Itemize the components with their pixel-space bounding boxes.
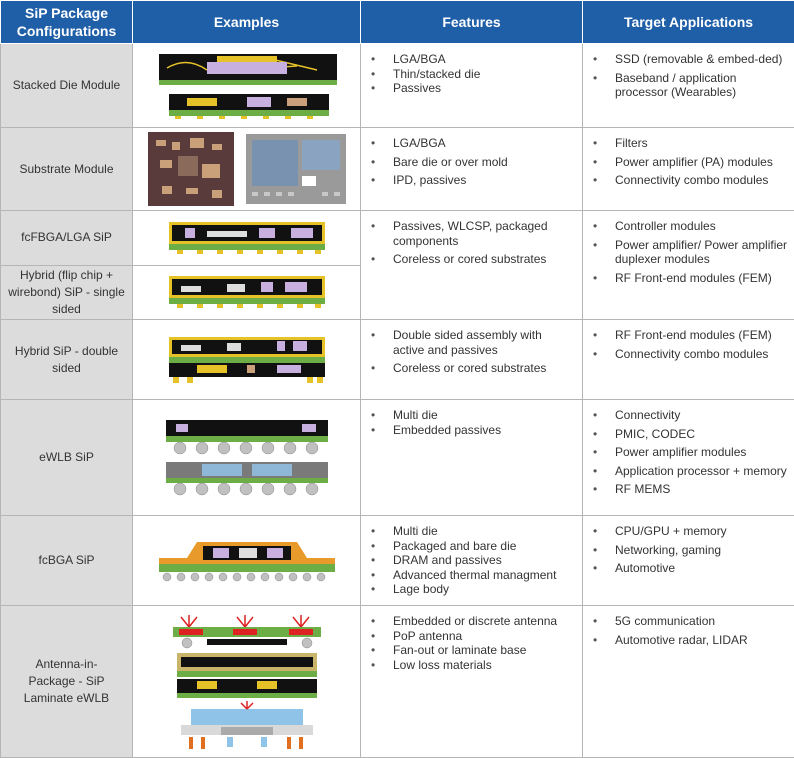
features-cell: Double sided assembly with active and pa… <box>360 319 583 400</box>
header-config: SiP Package Configurations <box>0 0 133 44</box>
table-row: Hybrid SiP - double sided Double sided a… <box>0 319 794 400</box>
list-item: RF Front-end modules (FEM) <box>593 271 788 286</box>
config-cell: Hybrid SiP - double sided <box>0 319 133 400</box>
list-item: 5G communication <box>593 614 788 629</box>
list-item: Networking, gaming <box>593 543 788 558</box>
applications-cell: RF Front-end modules (FEM) Connectivity … <box>582 319 794 400</box>
list-item: Embedded or discrete antenna <box>371 614 576 629</box>
header-row: SiP Package Configurations Examples Feat… <box>0 0 794 44</box>
list-item: Fan-out or laminate base <box>371 643 576 658</box>
list-item: Connectivity <box>593 408 788 423</box>
table-row: Substrate Module LGA/BGA Bare die or ove… <box>0 127 794 211</box>
config-cell-split: fcFBGA/LGA SiP Hybrid (flip chip + wireb… <box>0 210 133 320</box>
applications-cell: Connectivity PMIC, CODEC Power amplifier… <box>582 399 794 516</box>
example-image-fcfbga <box>132 210 361 320</box>
list-item: Double sided assembly with active and pa… <box>371 328 576 357</box>
header-features: Features <box>360 0 583 44</box>
list-item: Connectivity combo modules <box>593 347 788 362</box>
config-cell: Substrate Module <box>0 127 133 211</box>
example-image-stacked-die <box>132 43 361 128</box>
list-item: Passives, WLCSP, packaged components <box>371 219 576 248</box>
config-cell: Hybrid (flip chip + wirebond) SiP - sing… <box>1 264 132 320</box>
applications-cell: 5G communication Automotive radar, LIDAR <box>582 605 794 758</box>
features-cell: Passives, WLCSP, packaged components Cor… <box>360 210 583 320</box>
list-item: IPD, passives <box>371 173 576 188</box>
list-item: Filters <box>593 136 788 151</box>
config-cell: Antenna-in-Package - SiP Laminate eWLB <box>0 605 133 758</box>
table-row: Stacked Die Module LG <box>0 43 794 128</box>
list-item: Connectivity combo modules <box>593 173 788 188</box>
features-cell: Embedded or discrete antenna PoP antenna… <box>360 605 583 758</box>
list-item: Power amplifier modules <box>593 445 788 460</box>
table-row: Antenna-in-Package - SiP Laminate eWLB <box>0 605 794 758</box>
header-examples: Examples <box>132 0 361 44</box>
list-item: Thin/stacked die <box>371 67 576 82</box>
list-item: Lage body <box>371 582 576 597</box>
table-row: eWLB SiP Multi die Embedded passives <box>0 399 794 516</box>
example-image-substrate <box>132 127 361 211</box>
config-cell: Stacked Die Module <box>0 43 133 128</box>
list-item: Advanced thermal managment <box>371 568 576 583</box>
list-item: Power amplifier (PA) modules <box>593 155 788 170</box>
list-item: Bare die or over mold <box>371 155 576 170</box>
list-item: RF MEMS <box>593 482 788 497</box>
list-item: Multi die <box>371 408 576 423</box>
list-item: SSD (removable & embed-ded) <box>593 52 788 67</box>
list-item: Automotive radar, LIDAR <box>593 633 788 648</box>
applications-cell: Controller modules Power amplifier/ Powe… <box>582 210 794 320</box>
example-image-hybrid-double <box>132 319 361 400</box>
list-item: PMIC, CODEC <box>593 427 788 442</box>
list-item: Packaged and bare die <box>371 539 576 554</box>
list-item: Power amplifier/ Power amplifier duplexe… <box>593 238 788 267</box>
header-applications: Target Applications <box>582 0 794 44</box>
list-item: DRAM and passives <box>371 553 576 568</box>
list-item: Coreless or cored substrates <box>371 361 576 376</box>
example-image-fcbga <box>132 515 361 606</box>
list-item: Baseband / application processor (Wearab… <box>593 71 788 100</box>
applications-cell: CPU/GPU + memory Networking, gaming Auto… <box>582 515 794 606</box>
config-cell: fcFBGA/LGA SiP <box>21 230 112 245</box>
list-item: Automotive <box>593 561 788 576</box>
list-item: Multi die <box>371 524 576 539</box>
list-item: Embedded passives <box>371 423 576 438</box>
example-image-ewlb <box>132 399 361 516</box>
list-item: Controller modules <box>593 219 788 234</box>
table-row: fcFBGA/LGA SiP Hybrid (flip chip + wireb… <box>0 210 794 320</box>
features-cell: LGA/BGA Thin/stacked die Passives <box>360 43 583 128</box>
list-item: CPU/GPU + memory <box>593 524 788 539</box>
features-cell: Multi die Packaged and bare die DRAM and… <box>360 515 583 606</box>
list-item: Passives <box>371 81 576 96</box>
example-image-antenna-in-package <box>132 605 361 758</box>
list-item: LGA/BGA <box>371 52 576 67</box>
features-cell: Multi die Embedded passives <box>360 399 583 516</box>
applications-cell: SSD (removable & embed-ded) Baseband / a… <box>582 43 794 128</box>
list-item: Coreless or cored substrates <box>371 252 576 267</box>
list-item: Application processor + memory <box>593 464 788 479</box>
list-item: Low loss materials <box>371 658 576 673</box>
config-cell: eWLB SiP <box>0 399 133 516</box>
list-item: PoP antenna <box>371 629 576 644</box>
applications-cell: Filters Power amplifier (PA) modules Con… <box>582 127 794 211</box>
config-cell: fcBGA SiP <box>0 515 133 606</box>
list-item: LGA/BGA <box>371 136 576 151</box>
table-row: fcBGA SiP Multi die Packaged and bare di… <box>0 515 794 606</box>
features-cell: LGA/BGA Bare die or over mold IPD, passi… <box>360 127 583 211</box>
list-item: RF Front-end modules (FEM) <box>593 328 788 343</box>
